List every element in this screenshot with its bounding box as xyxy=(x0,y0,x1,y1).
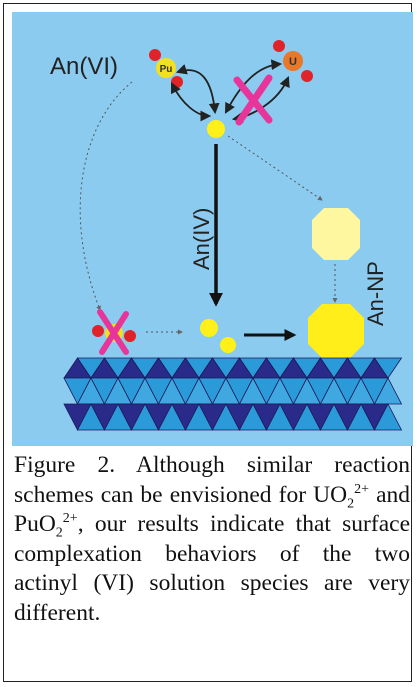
pu-reversible-arrow-top xyxy=(175,64,220,115)
cross-mark-icon xyxy=(233,74,273,126)
cross-mark-icon xyxy=(97,309,129,355)
oxygen-atom xyxy=(273,40,285,52)
caption-superscript: 2+ xyxy=(354,481,369,497)
oxygen-atom xyxy=(92,325,104,337)
caption-text-and: and PuO xyxy=(14,481,410,538)
pu-reversible-arrow-bottom xyxy=(171,82,212,122)
an-particle xyxy=(207,120,225,138)
caption-subscript: 2 xyxy=(55,525,63,541)
u-atom-label: U xyxy=(289,56,297,68)
small-nanoparticle xyxy=(312,208,360,260)
caption-text-1: Although similar reaction schemes can be… xyxy=(14,452,410,508)
pu-atom xyxy=(156,58,176,78)
mineral-tile xyxy=(373,403,403,431)
caption-text-2: , our results indicate that surface comp… xyxy=(14,511,410,626)
an-particle xyxy=(220,337,236,353)
dotted-arrow-to-np xyxy=(227,135,323,201)
large-nanoparticle xyxy=(308,304,364,358)
caption-superscript: 2+ xyxy=(62,511,78,527)
figure-caption: Figure 2. Although similar reaction sche… xyxy=(14,451,410,628)
mineral-tile xyxy=(373,357,403,379)
an-iv-label: An(IV) xyxy=(189,208,214,270)
caption-subscript: 2 xyxy=(347,496,355,512)
oxygen-atom xyxy=(124,330,136,342)
figure-frame: An(VI) Pu U An(IV) xyxy=(3,3,413,682)
an-vi-label: An(VI) xyxy=(50,53,118,80)
oxygen-atom xyxy=(301,70,313,82)
reaction-scheme-diagram: An(VI) Pu U An(IV) xyxy=(12,12,413,446)
dotted-arrow-to-surface xyxy=(79,81,133,311)
an-np-label: An-NP xyxy=(363,261,388,326)
caption-figure-label: Figure 2. xyxy=(14,452,116,478)
an-particle xyxy=(200,319,218,337)
mineral-surface xyxy=(63,357,403,431)
oxygen-atom xyxy=(149,49,161,61)
uranyl-molecule: U xyxy=(273,40,313,82)
u-atom xyxy=(283,51,303,71)
pu-atom-label: Pu xyxy=(160,64,173,75)
